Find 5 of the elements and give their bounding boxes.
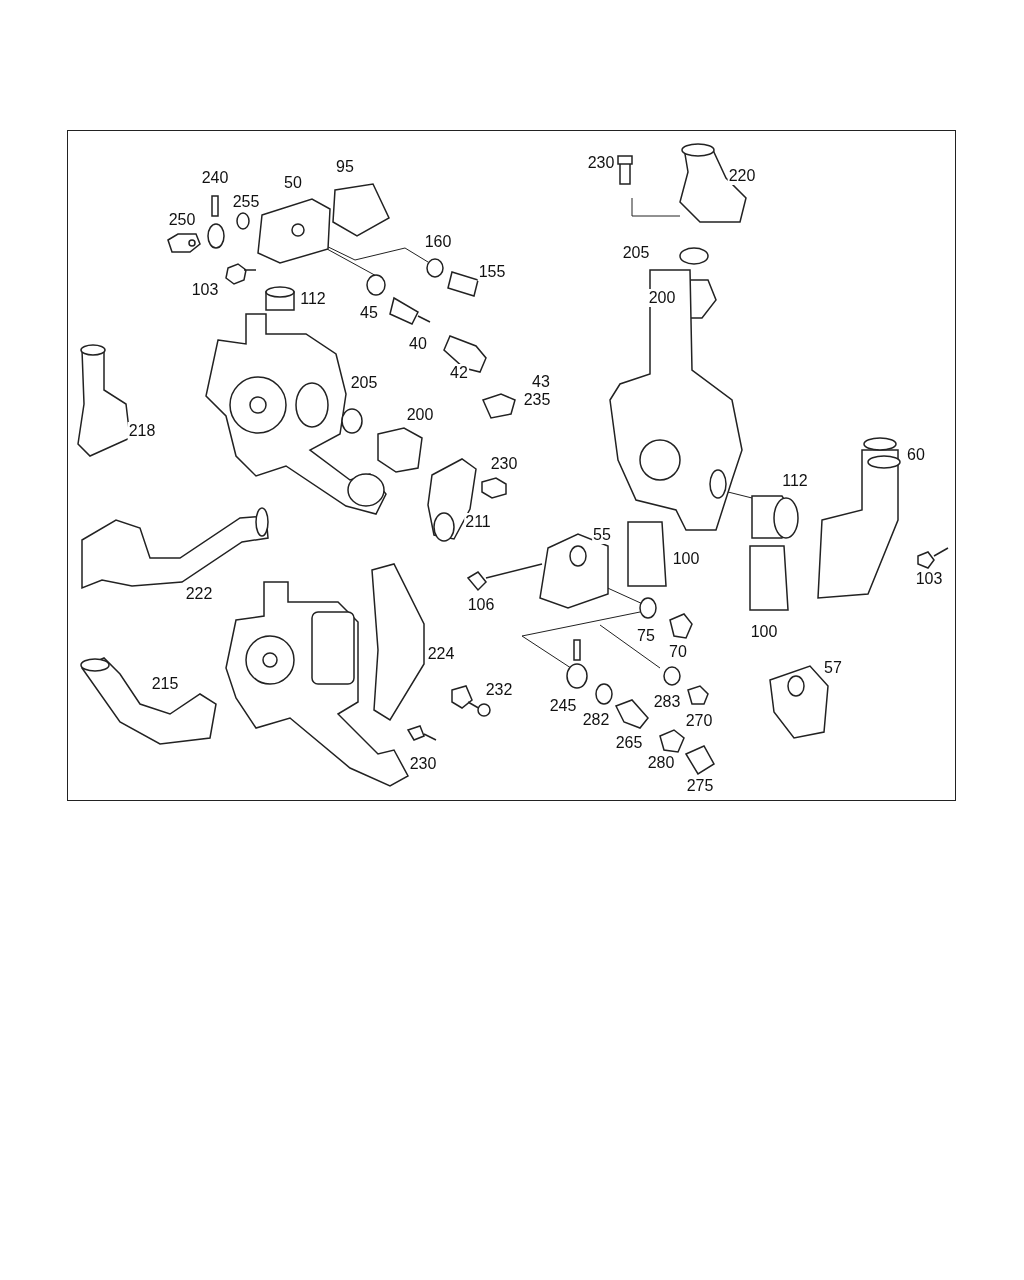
callout-number: 220 [727, 167, 757, 185]
callout-number: 55 [592, 526, 612, 544]
callout-number: 200 [647, 289, 677, 307]
callout-number: 155 [477, 263, 507, 281]
callout-number: 218 [127, 422, 157, 440]
